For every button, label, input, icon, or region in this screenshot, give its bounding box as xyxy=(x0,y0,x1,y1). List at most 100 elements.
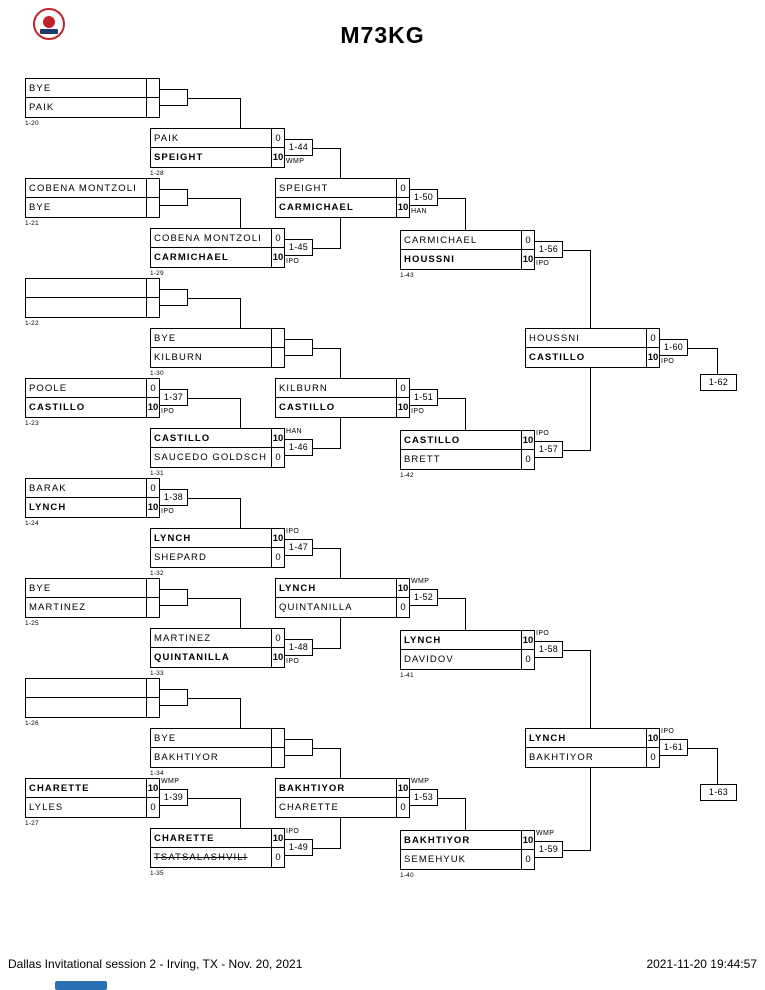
win-type-label: WMP xyxy=(536,830,555,837)
junction-box xyxy=(159,589,188,606)
competitor-name: CHARETTE xyxy=(151,829,271,848)
win-type-label: IPO xyxy=(161,508,175,515)
bracket-connector xyxy=(340,348,341,379)
match-number: 1-48 xyxy=(284,639,313,656)
bracket-connector xyxy=(438,598,465,599)
competitor-name: BYE xyxy=(151,329,271,348)
competitor-name: BYE xyxy=(151,729,271,748)
bracket-connector xyxy=(313,448,340,449)
competitor-score xyxy=(271,329,284,348)
bracket-connector xyxy=(340,418,341,449)
bracket-connector xyxy=(340,148,341,179)
junction-box xyxy=(284,739,313,756)
match-number: 1-44 xyxy=(284,139,313,156)
competitor-name: CASTILLO xyxy=(529,352,586,363)
competitor-score: 0 xyxy=(521,650,534,669)
competitor-score: 10 xyxy=(271,529,284,548)
match-number: 1-53 xyxy=(409,789,438,806)
competitor-score: 0 xyxy=(396,798,409,817)
bracket-connector xyxy=(465,198,466,231)
competitor-score: 0 xyxy=(271,548,284,567)
competitor-score: 0 xyxy=(271,129,284,148)
competitor-name: CASTILLO xyxy=(279,402,336,413)
competitor-name: KILBURN xyxy=(276,379,396,398)
competitor-score xyxy=(146,598,159,617)
competitor-name: CHARETTE xyxy=(279,802,339,813)
competitor-name: LYNCH xyxy=(151,529,271,548)
match-slot-label: 1-40 xyxy=(400,872,414,879)
competitor-score: 10 xyxy=(396,779,409,798)
match-slot-label: 1-21 xyxy=(25,220,39,227)
match-number: 1-51 xyxy=(409,389,438,406)
bracket-connector xyxy=(313,248,340,249)
competitor-score: 10 xyxy=(396,198,409,217)
logo-ring-icon xyxy=(33,8,65,40)
competitor-score: 0 xyxy=(396,379,409,398)
competitor-name: LYNCH xyxy=(526,729,646,748)
win-type-label: IPO xyxy=(536,260,550,267)
win-type-label: IPO xyxy=(286,828,300,835)
competitor-score: 10 xyxy=(646,729,659,748)
junction-box xyxy=(159,689,188,706)
win-type-label: IPO xyxy=(661,728,675,735)
competitor-score: 10 xyxy=(271,648,284,667)
competitor-name: BAKHTIYOR xyxy=(154,752,219,763)
junction-box xyxy=(159,189,188,206)
competitor-score xyxy=(146,698,159,717)
match-box xyxy=(25,278,160,318)
bracket-connector xyxy=(240,798,241,829)
competitor-name: MARTINEZ xyxy=(151,629,271,648)
competitor-name: SAUCEDO GOLDSCH xyxy=(154,452,268,463)
competitor-score: 0 xyxy=(271,629,284,648)
competitor-score: 10 xyxy=(396,579,409,598)
final-match-number: 1-62 xyxy=(700,374,737,391)
competitor-name: QUINTANILLA xyxy=(154,652,230,663)
competitor-score xyxy=(146,98,159,117)
competitor-score: 10 xyxy=(521,631,534,650)
competitor-name: CASTILLO xyxy=(401,431,521,450)
competitor-name: BAKHTIYOR xyxy=(401,831,521,850)
competitor-score: 10 xyxy=(271,148,284,167)
match-slot-label: 1-42 xyxy=(400,472,414,479)
match-number: 1-49 xyxy=(284,839,313,856)
competitor-score: 10 xyxy=(646,348,659,367)
competitor-score: 10 xyxy=(146,779,159,798)
bracket-connector xyxy=(313,348,340,349)
match-number: 1-39 xyxy=(159,789,188,806)
bracket-connector xyxy=(240,598,241,629)
final-match-number: 1-63 xyxy=(700,784,737,801)
competitor-name: BARAK xyxy=(26,479,146,498)
footer-blue-bar xyxy=(55,981,107,990)
competitor-score xyxy=(146,679,159,698)
match-slot-label: 1-22 xyxy=(25,320,39,327)
bracket-connector xyxy=(313,748,340,749)
competitor-score: 10 xyxy=(146,498,159,517)
competitor-name: COBENA MONTZOLI xyxy=(151,229,271,248)
competitor-score: 0 xyxy=(396,598,409,617)
competitor-name: BYE xyxy=(29,202,52,213)
competitor-score xyxy=(271,729,284,748)
bracket-connector xyxy=(240,198,241,229)
bracket-connector xyxy=(717,348,718,375)
match-slot-label: 1-33 xyxy=(150,670,164,677)
competitor-name: COBENA MONTZOLI xyxy=(26,179,146,198)
competitor-name: LYNCH xyxy=(401,631,521,650)
bracket-connector xyxy=(240,398,241,429)
judo-logo xyxy=(33,8,65,40)
competitor-name: PAIK xyxy=(29,102,55,113)
bracket-connector xyxy=(465,598,466,631)
junction-box xyxy=(159,289,188,306)
bracket-connector xyxy=(438,198,465,199)
bracket-connector xyxy=(313,848,340,849)
bracket-connector xyxy=(313,548,340,549)
logo-center-icon xyxy=(43,16,55,28)
win-type-label: IPO xyxy=(536,430,550,437)
win-type-label: IPO xyxy=(286,258,300,265)
